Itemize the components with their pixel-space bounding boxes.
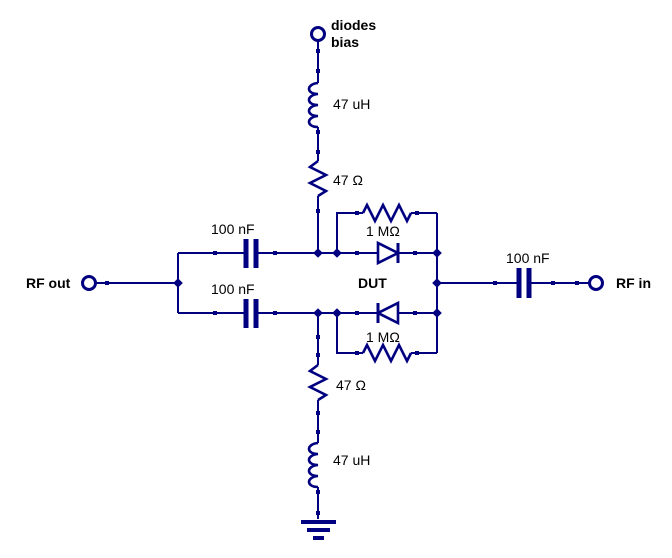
diode-upper-symbol	[376, 240, 401, 266]
resistor-top-symbol	[307, 159, 329, 198]
inductor-top-value: 47 uH	[333, 96, 371, 112]
junction-dot	[432, 278, 442, 288]
rf-out-branch	[81, 253, 179, 313]
junction-dot	[332, 248, 342, 258]
junction-dot	[173, 278, 183, 288]
resistor-upper-parallel-symbol	[361, 202, 413, 224]
resistor-lower-parallel-value: 1 MΩ	[366, 329, 400, 345]
resistor-bottom-symbol	[307, 363, 329, 402]
ground-symbol	[301, 520, 336, 540]
bias-terminal-label-line1: diodes	[331, 17, 377, 33]
bias-terminal-label-line2: bias	[331, 34, 360, 50]
resistor-bottom-value: 47 Ω	[336, 377, 366, 393]
rf-in-label: RF in	[616, 275, 651, 291]
bias-terminal	[310, 26, 326, 42]
resistor-lower-parallel-symbol	[361, 342, 413, 364]
junction-dot	[432, 308, 442, 318]
dut-label: DUT	[358, 275, 387, 291]
resistor-top-value: 47 Ω	[333, 172, 363, 188]
junction-dot	[432, 248, 442, 258]
inductor-top-symbol	[307, 81, 319, 129]
ground-branch	[301, 313, 336, 540]
rf-out-terminal	[81, 275, 97, 291]
rf-out-label: RF out	[26, 275, 71, 291]
bias-branch	[307, 26, 329, 253]
inductor-bottom-symbol	[307, 441, 319, 489]
diode-lower-symbol	[375, 300, 400, 326]
inductor-bottom-value: 47 uH	[333, 452, 371, 468]
rf-in-terminal	[588, 275, 604, 291]
cap-input-value: 100 nF	[506, 250, 550, 266]
cap-lower-value: 100 nF	[211, 281, 255, 297]
junction-dot	[313, 308, 323, 318]
junction-dot	[332, 308, 342, 318]
resistor-upper-parallel-value: 1 MΩ	[366, 223, 400, 239]
cap-upper-value: 100 nF	[211, 221, 255, 237]
wire-loop-lower-left	[336, 313, 363, 354]
wire-loop-upper-left	[336, 212, 363, 253]
junction-dot	[313, 248, 323, 258]
